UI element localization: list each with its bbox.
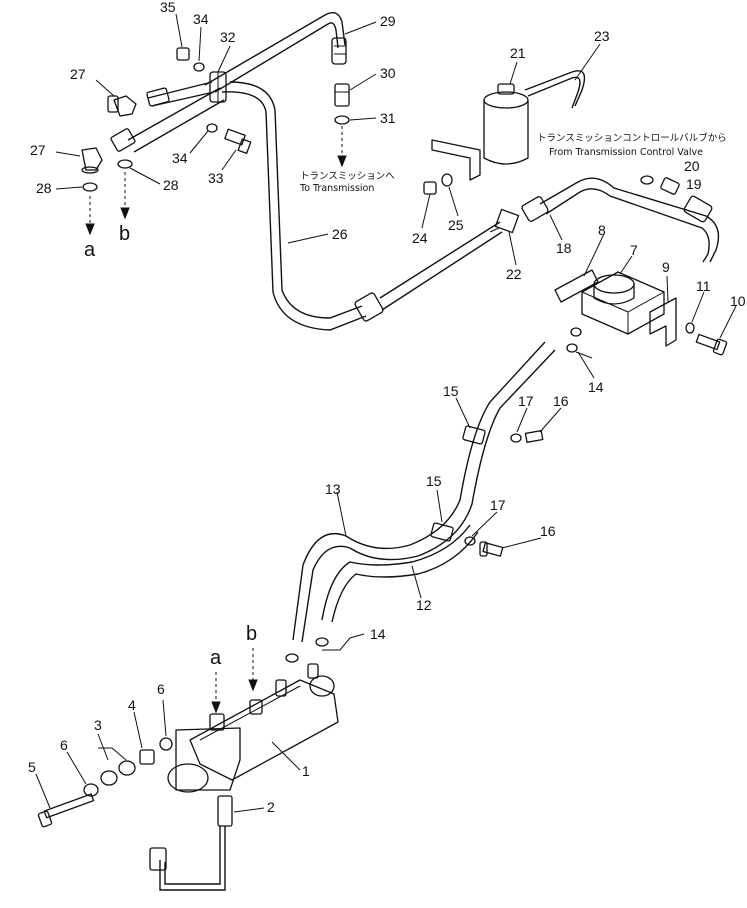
connection-labels: a b a b <box>84 223 257 669</box>
callout-6-left: 6 <box>60 737 68 753</box>
flow-arrows-ab-top <box>85 172 130 236</box>
elbow-27-upper <box>107 95 137 117</box>
bolt-16-washer-17-lower <box>464 536 504 557</box>
callout-15-upper: 15 <box>443 383 459 399</box>
callout-3: 3 <box>94 717 102 733</box>
note-to-transmission-en: To Transmission <box>299 183 374 194</box>
callout-11: 11 <box>696 278 711 294</box>
line-2 <box>149 795 233 891</box>
flow-arrows-ab-bottom <box>211 648 258 714</box>
callout-32: 32 <box>220 29 236 45</box>
callout-15-lower: 15 <box>426 473 442 489</box>
clamp-15-lower <box>430 522 454 542</box>
callout-22: 22 <box>506 266 522 282</box>
callout-19: 19 <box>686 176 702 192</box>
callout-28-right: 28 <box>163 177 179 193</box>
bolt-5-washer-6-cap-3-4 <box>37 737 173 828</box>
callout-16-lower: 16 <box>540 523 556 539</box>
callout-20: 20 <box>684 158 700 174</box>
hose-18 <box>521 177 720 263</box>
tube-23 <box>524 70 586 109</box>
callout-34-mid: 34 <box>172 150 188 166</box>
tube-12 <box>321 524 479 623</box>
callout-17-upper: 17 <box>518 393 534 409</box>
callout-2: 2 <box>267 799 275 815</box>
callout-5: 5 <box>28 759 36 775</box>
callout-4: 4 <box>128 697 136 713</box>
nut-35-washer-34 <box>176 47 205 72</box>
bracket-8 <box>554 269 599 303</box>
callout-25: 25 <box>448 217 464 233</box>
label-b-bottom: b <box>246 623 257 645</box>
oring-28 <box>82 159 133 192</box>
bolt-16-washer-17-upper <box>510 430 544 443</box>
callout-14-lower: 14 <box>370 626 386 642</box>
callout-30: 30 <box>380 65 396 81</box>
valve-body-1 <box>167 663 339 793</box>
callout-27-lower: 27 <box>30 142 46 158</box>
notes: トランスミッションへ To Transmission トランスミッションコントロ… <box>299 132 727 194</box>
callout-17-lower: 17 <box>490 497 506 513</box>
callout-16-upper: 16 <box>553 393 569 409</box>
hose-26 <box>221 81 503 331</box>
fittings-14-upper <box>566 327 582 353</box>
hose-29 <box>204 12 347 93</box>
bolt-10-washer-11 <box>685 322 728 356</box>
callout-34-top: 34 <box>193 11 209 27</box>
callout-26: 26 <box>332 226 348 242</box>
callout-28-left: 28 <box>36 180 52 196</box>
clamp-15-upper <box>462 425 486 445</box>
leader-lines <box>35 13 737 813</box>
adapter-30-oring-31 <box>334 83 350 168</box>
callout-1: 1 <box>302 763 310 779</box>
bracket-9 <box>649 297 677 347</box>
callout-13: 13 <box>325 481 341 497</box>
oring-20-fitting-19 <box>640 175 680 195</box>
tee-22 <box>489 208 520 234</box>
tube-13 <box>292 341 556 643</box>
callout-31: 31 <box>380 110 396 126</box>
callout-10: 10 <box>730 293 746 309</box>
label-b-top: b <box>119 223 130 245</box>
note-from-control-valve-jp: トランスミッションコントロールバルブから <box>537 132 727 144</box>
callout-12: 12 <box>416 597 432 613</box>
label-a-top: a <box>84 239 96 261</box>
callout-7: 7 <box>630 242 638 258</box>
callout-14-upper: 14 <box>588 379 604 395</box>
callout-9: 9 <box>662 259 670 275</box>
note-to-transmission-jp: トランスミッションへ <box>300 171 395 182</box>
callout-18: 18 <box>556 240 572 256</box>
valve-7 <box>581 271 665 335</box>
callout-35: 35 <box>160 0 176 15</box>
hose-fitting-left <box>110 81 225 153</box>
bolt-33-washer-34 <box>206 123 252 154</box>
callout-8: 8 <box>598 222 606 238</box>
callout-labels: 35 34 32 29 30 31 27 27 28 28 34 33 26 2… <box>28 0 746 815</box>
filter-21 <box>431 83 529 181</box>
callout-33: 33 <box>208 170 224 186</box>
fittings-14-lower <box>285 637 329 663</box>
elbow-27-lower <box>81 147 103 174</box>
nut-24-washer-25 <box>423 173 453 195</box>
callout-27-upper: 27 <box>70 66 86 82</box>
label-a-bottom: a <box>210 647 222 669</box>
note-from-control-valve-en: From Transmission Control Valve <box>549 147 703 158</box>
callout-29: 29 <box>380 13 396 29</box>
callout-21: 21 <box>510 45 526 61</box>
callout-24: 24 <box>412 230 428 246</box>
callout-23: 23 <box>594 28 610 44</box>
callout-6-right: 6 <box>157 681 165 697</box>
